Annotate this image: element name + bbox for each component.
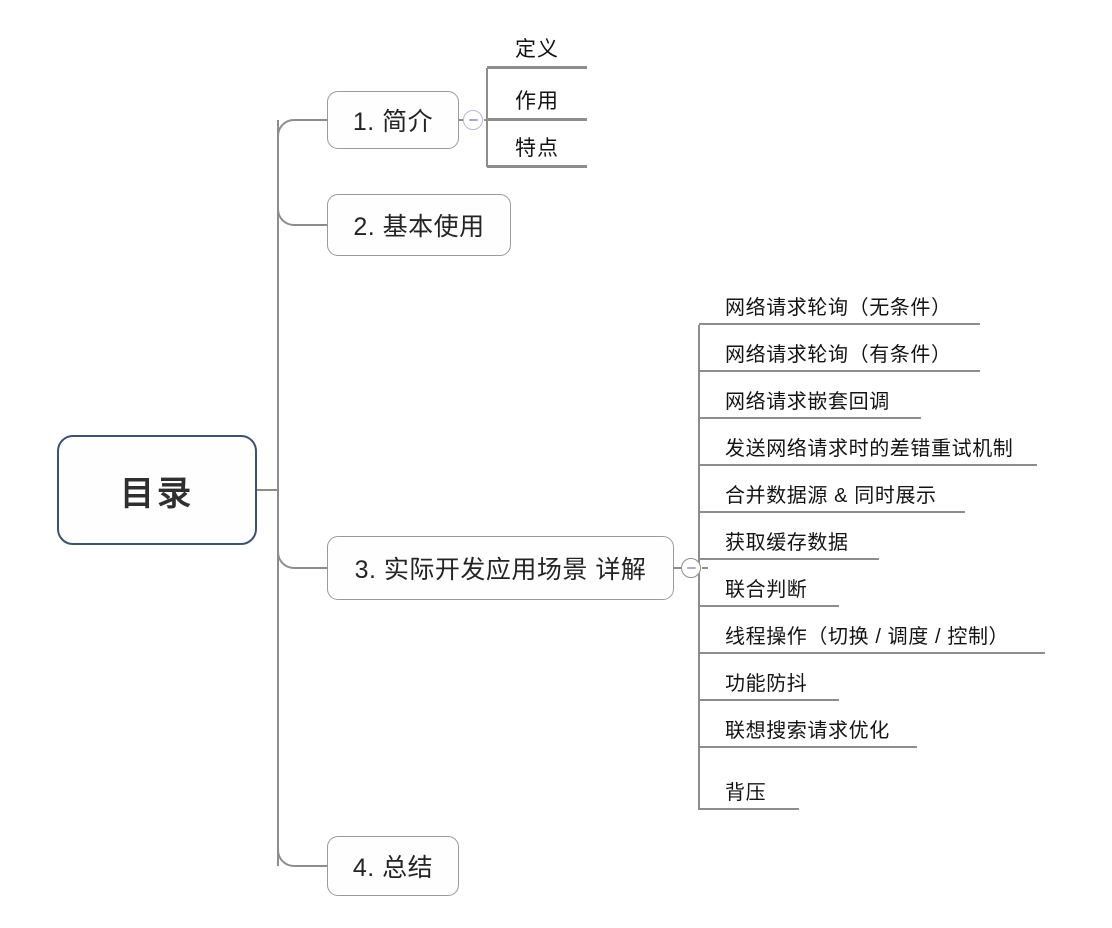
leaf-item-3-1[interactable]: 网络请求轮询（无条件） [699,288,980,325]
leaf-item-1-2-label: 作用 [515,90,559,113]
leaf-item-1-3-label: 特点 [515,137,559,160]
leaf-item-3-5[interactable]: 合并数据源 & 同时展示 [699,476,965,513]
branch-node-2-label: 2. 基本使用 [353,213,485,241]
root-node[interactable]: 目录 [57,435,257,545]
collapse-toggle-branch-1[interactable] [463,110,483,130]
branch-node-2[interactable]: 2. 基本使用 [327,194,511,256]
leaf-item-3-7[interactable]: 联合判断 [699,570,839,607]
leaf-item-3-8-label: 线程操作（切换 / 调度 / 控制） [725,626,1010,648]
leaf-item-3-11-label: 背压 [725,782,767,804]
branch-node-3-label: 3. 实际开发应用场景 详解 [354,556,647,584]
leaf-item-3-6-label: 获取缓存数据 [725,532,849,554]
leaf-item-3-10-label: 联想搜索请求优化 [725,720,890,742]
leaf-item-1-1[interactable]: 定义 [487,30,587,68]
leaf-item-1-3[interactable]: 特点 [487,129,587,167]
leaf-item-3-9-label: 功能防抖 [725,673,808,695]
leaf-item-3-5-label: 合并数据源 & 同时展示 [725,485,937,507]
root-node-label: 目录 [120,474,194,513]
branch-node-4-label: 4. 总结 [352,854,434,882]
leaf-item-1-2[interactable]: 作用 [487,82,587,120]
leaf-item-3-9[interactable]: 功能防抖 [699,664,839,701]
leaf-item-3-10[interactable]: 联想搜索请求优化 [699,711,917,748]
leaf-item-3-3-label: 网络请求嵌套回调 [725,391,890,413]
minus-icon [468,119,478,121]
leaf-item-3-2[interactable]: 网络请求轮询（有条件） [699,335,980,372]
branch-node-1-label: 1. 简介 [352,108,434,136]
leaf-item-3-2-label: 网络请求轮询（有条件） [725,344,952,366]
leaf-item-3-8[interactable]: 线程操作（切换 / 调度 / 控制） [699,617,1045,654]
branch-node-1[interactable]: 1. 简介 [327,91,459,149]
leaf-item-3-6[interactable]: 获取缓存数据 [699,523,879,560]
leaf-item-3-1-label: 网络请求轮询（无条件） [725,297,952,319]
leaf-item-3-11[interactable]: 背压 [699,773,799,810]
minus-icon [686,567,696,569]
branch-node-3[interactable]: 3. 实际开发应用场景 详解 [327,536,674,600]
leaf-item-3-4[interactable]: 发送网络请求时的差错重试机制 [699,429,1037,466]
leaf-item-3-4-label: 发送网络请求时的差错重试机制 [725,438,1014,460]
leaf-item-1-1-label: 定义 [515,38,559,61]
branch-node-4[interactable]: 4. 总结 [327,836,459,896]
leaf-item-3-3[interactable]: 网络请求嵌套回调 [699,382,921,419]
leaf-item-3-7-label: 联合判断 [725,579,808,601]
collapse-toggle-branch-3[interactable] [681,558,701,578]
